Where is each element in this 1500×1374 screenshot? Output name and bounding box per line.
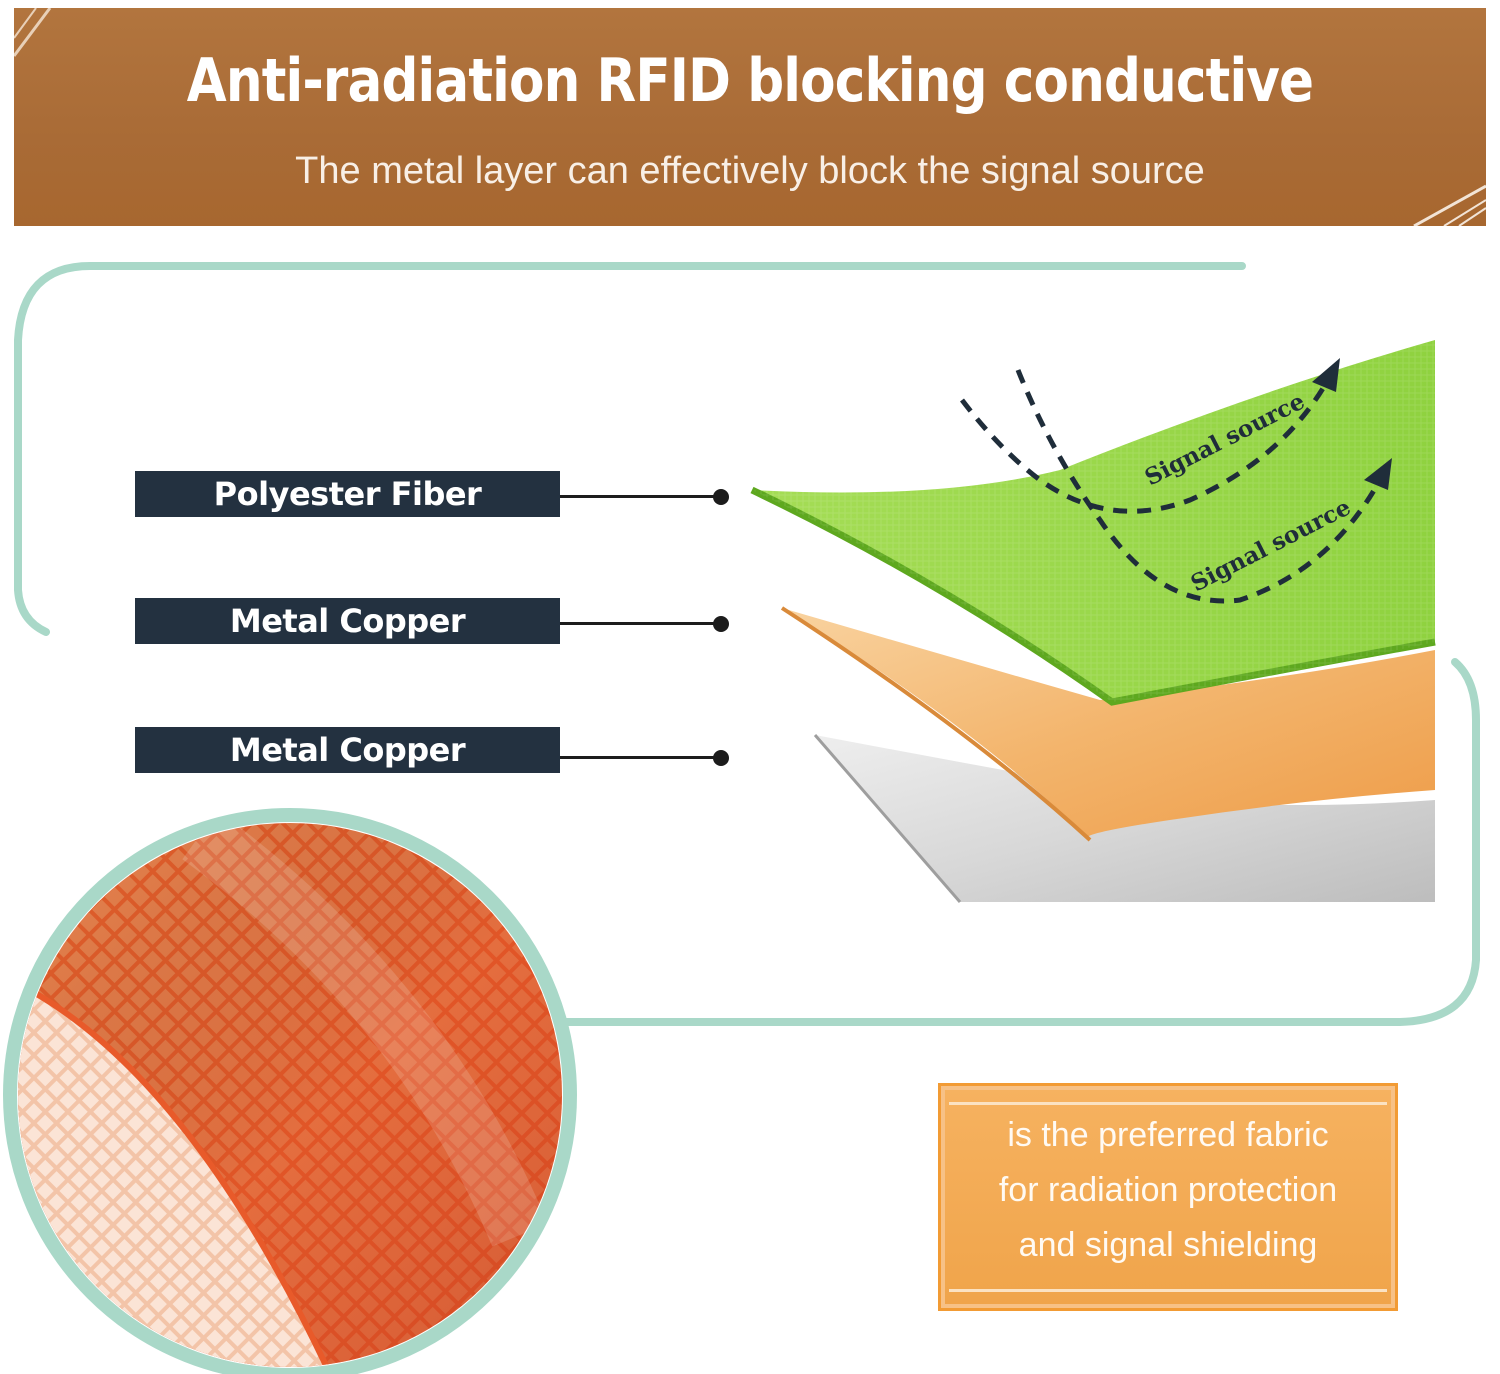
leader-line: [560, 495, 718, 498]
corner-decoration-icon: [14, 8, 1486, 226]
layer-diagram: Signal source Signal source: [750, 340, 1436, 903]
note-line-1: is the preferred fabric: [1007, 1116, 1329, 1154]
leader-dot-icon: [713, 489, 729, 505]
signal-arrow-icon: [960, 383, 1328, 514]
leader-dot-icon: [713, 750, 729, 766]
leader-line: [560, 756, 718, 759]
leader-line: [560, 622, 718, 625]
note-inner-border: [949, 1102, 1387, 1292]
label-metal-copper-1: Metal Copper: [135, 598, 560, 644]
label-polyester-fiber: Polyester Fiber: [135, 471, 560, 517]
note-line-3: and signal shielding: [1018, 1226, 1318, 1264]
leader-dot-icon: [713, 616, 729, 632]
header-banner: Anti-radiation RFID blocking conductive …: [14, 8, 1486, 226]
note-line-2: for radiation protection: [998, 1171, 1338, 1209]
page-title: Anti-radiation RFID blocking conductive: [186, 46, 1314, 116]
fabric-swatch-image: [3, 808, 577, 1374]
page-subtitle: The metal layer can effectively block th…: [295, 150, 1205, 192]
signal-arrow-icon: [1015, 369, 1383, 604]
copper-layer: [782, 608, 1435, 840]
label-metal-copper-2: Metal Copper: [135, 727, 560, 773]
info-note-box: is the preferred fabric for radiation pr…: [938, 1083, 1398, 1311]
